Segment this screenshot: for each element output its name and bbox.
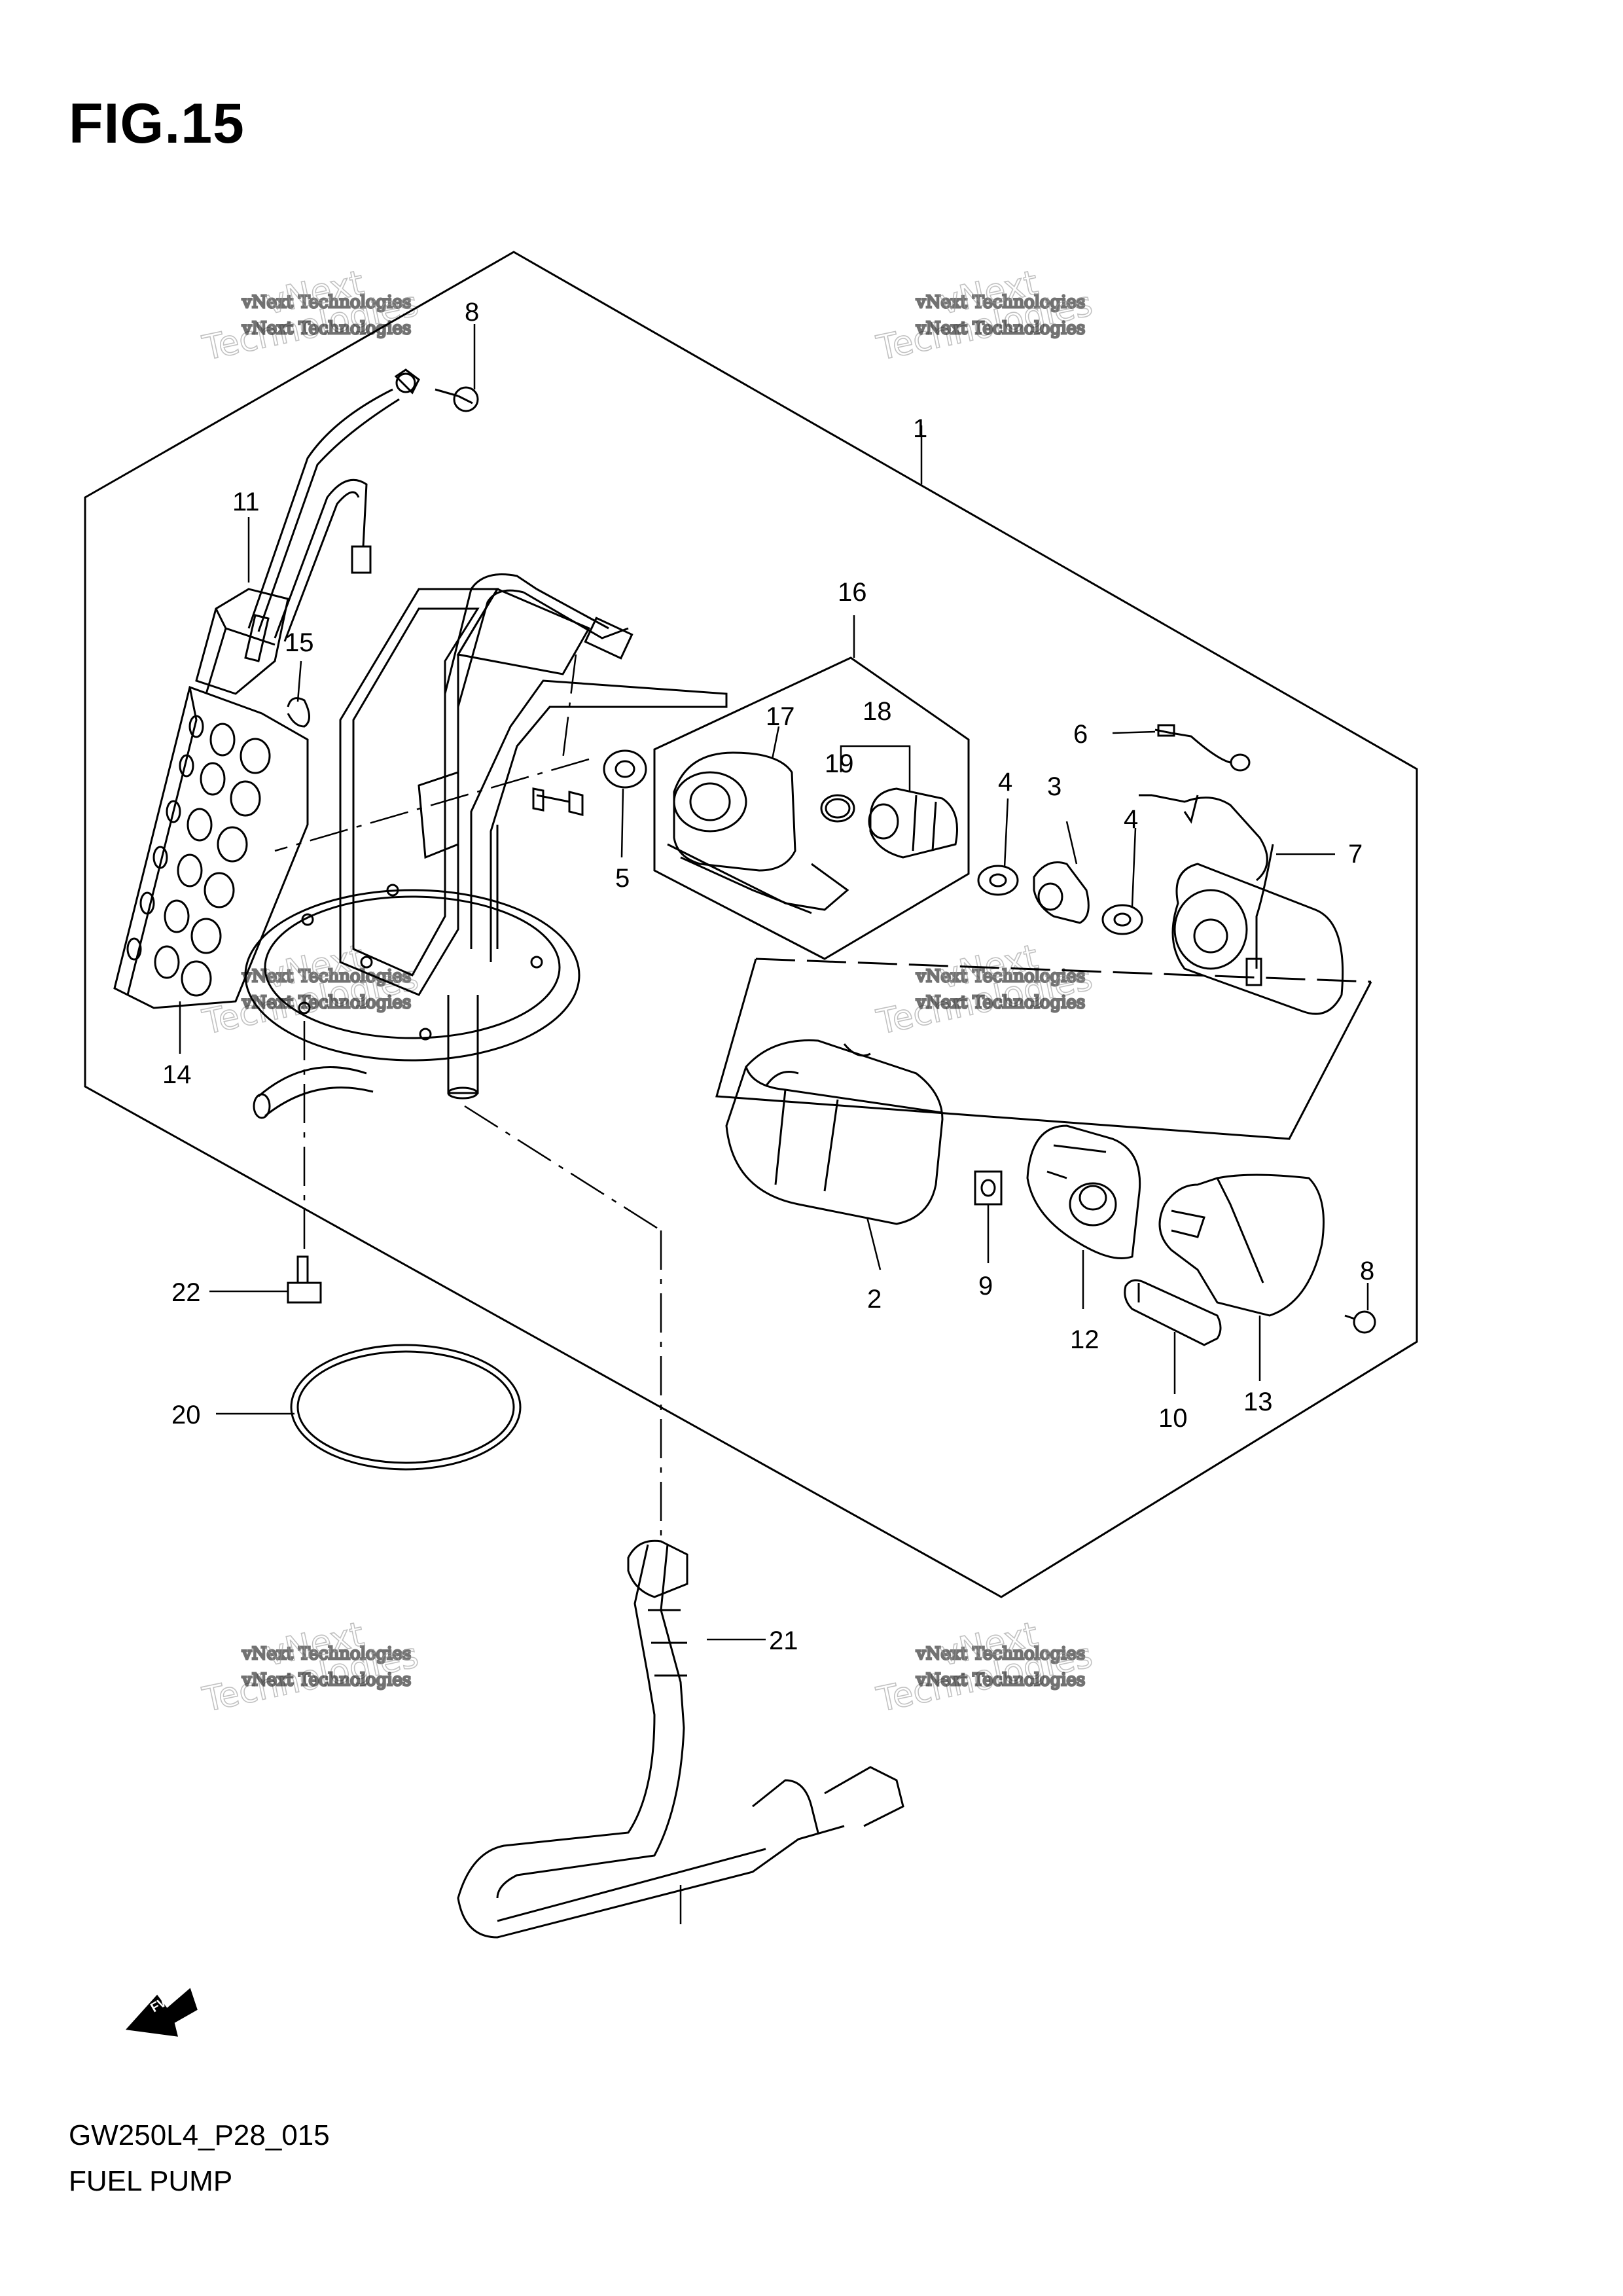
screw-right bbox=[1344, 1310, 1376, 1334]
watermark-text: vNext Technologies bbox=[916, 319, 1085, 338]
watermark: vNext Technologies Technologies vNext vN… bbox=[872, 1615, 1096, 1721]
watermark-text: vNext Technologies bbox=[241, 967, 411, 986]
callout-15: 15 bbox=[285, 628, 314, 657]
callout-labels: 1 2 3 4 4 5 6 7 8 8 9 10 11 12 13 14 15 … bbox=[162, 298, 1374, 1655]
callout-17: 17 bbox=[766, 702, 795, 731]
callout-8b: 8 bbox=[1360, 1257, 1374, 1285]
callout-13: 13 bbox=[1243, 1388, 1273, 1416]
callout-3: 3 bbox=[1047, 772, 1061, 801]
callout-10: 10 bbox=[1158, 1404, 1188, 1433]
callout-4b: 4 bbox=[1124, 805, 1138, 834]
callout-21: 21 bbox=[769, 1626, 798, 1655]
pump-washers bbox=[977, 861, 1143, 935]
watermark-text: vNext Technologies bbox=[916, 967, 1085, 986]
callout-11: 11 bbox=[232, 488, 260, 516]
callout-19: 19 bbox=[825, 749, 854, 778]
bolt bbox=[287, 1255, 322, 1304]
callout-7: 7 bbox=[1348, 840, 1363, 869]
callout-4a: 4 bbox=[998, 768, 1012, 797]
callout-20: 20 bbox=[171, 1401, 201, 1429]
pump-cover bbox=[1158, 1174, 1325, 1317]
wire-harness bbox=[195, 368, 420, 695]
pump-bracket-clip bbox=[1124, 1279, 1222, 1346]
callout-16: 16 bbox=[838, 578, 867, 607]
callout-18: 18 bbox=[863, 697, 892, 726]
watermark-text: vNext Technologies bbox=[241, 993, 411, 1013]
callout-1: 1 bbox=[913, 414, 927, 443]
alignment-lines bbox=[274, 654, 682, 1924]
watermark-text: vNext Technologies bbox=[916, 1670, 1085, 1690]
watermark: vNext Technologies Technologies vNext vN… bbox=[198, 1615, 422, 1721]
watermark: vNext Technologies Technologies vNext vN… bbox=[198, 937, 422, 1043]
filter-plate bbox=[1026, 1124, 1141, 1259]
watermark-text: vNext Technologies bbox=[241, 293, 411, 312]
callout-8a: 8 bbox=[465, 298, 479, 327]
fuel-pump-motor bbox=[1139, 724, 1344, 1015]
fwd-arrow-icon: FWD bbox=[125, 1988, 198, 2037]
figure-name: FUEL PUMP bbox=[69, 2165, 233, 2197]
watermark: vNext Technologies Technologies vNext vN… bbox=[872, 937, 1096, 1043]
screw-top bbox=[435, 386, 479, 412]
callout-14: 14 bbox=[162, 1060, 192, 1089]
callout-2: 2 bbox=[867, 1285, 882, 1314]
watermark-text: vNext Technologies bbox=[916, 293, 1085, 312]
callout-22: 22 bbox=[171, 1278, 201, 1307]
watermark-group: vNext Technologies Technologies vNext vN… bbox=[198, 263, 1096, 1721]
callout-6: 6 bbox=[1073, 720, 1088, 749]
watermark-text: vNext Technologies bbox=[916, 993, 1085, 1013]
washer bbox=[603, 749, 647, 789]
watermark-text: vNext Technologies bbox=[916, 1644, 1085, 1664]
sub-assembly-2-dash bbox=[755, 958, 1372, 983]
figure-code: GW250L4_P28_015 bbox=[69, 2119, 330, 2151]
watermark-text: vNext Technologies bbox=[241, 1644, 411, 1664]
small-clip bbox=[974, 1170, 1003, 1206]
regulator-fitting bbox=[820, 787, 958, 859]
watermark: vNext Technologies Technologies vNext vN… bbox=[872, 263, 1096, 369]
callout-5: 5 bbox=[615, 864, 630, 893]
fuel-hose bbox=[457, 1539, 904, 1939]
watermark: vNext Technologies Technologies vNext vN… bbox=[198, 263, 422, 369]
figure-title: FIG.15 bbox=[69, 92, 245, 155]
assembly-boundary bbox=[84, 251, 1418, 1598]
pump-holder bbox=[725, 1039, 944, 1225]
callout-9: 9 bbox=[978, 1272, 993, 1300]
bracket-bolt bbox=[532, 787, 584, 816]
o-ring bbox=[290, 1344, 522, 1471]
leader-lines bbox=[179, 324, 1369, 1641]
sub-assembly-16-boundary bbox=[653, 656, 970, 960]
sub-assembly-2-boundary bbox=[715, 958, 1372, 1140]
pressure-regulator bbox=[667, 751, 849, 914]
filter-screen bbox=[113, 686, 309, 1009]
watermark-text: vNext Technologies bbox=[241, 1670, 411, 1690]
callout-12: 12 bbox=[1070, 1325, 1099, 1354]
clip bbox=[287, 697, 310, 728]
flange-inner bbox=[264, 895, 561, 1039]
watermark-text: vNext Technologies bbox=[241, 319, 411, 338]
